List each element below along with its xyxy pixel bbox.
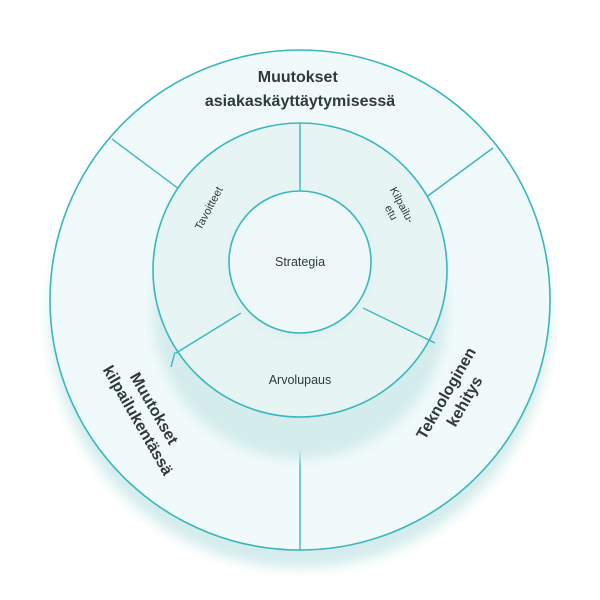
outer-divider-right: [424, 147, 494, 199]
inner-value-label: Arvolupaus: [269, 373, 332, 387]
outer-top-line1: Muutokset: [258, 69, 339, 86]
inner-divider-left: [175, 312, 242, 354]
outer-top-line2: asiakaskäyttäytymisessä: [205, 93, 395, 110]
outer-divider-left: [111, 138, 180, 190]
center-circle: [228, 190, 372, 334]
inner-divider-right: [362, 307, 436, 344]
inner-divider-stub: [170, 351, 176, 368]
center-label: Strategia: [275, 255, 325, 269]
outer-top-label: Muutokset asiakaskäyttäytymisessä: [205, 69, 395, 110]
